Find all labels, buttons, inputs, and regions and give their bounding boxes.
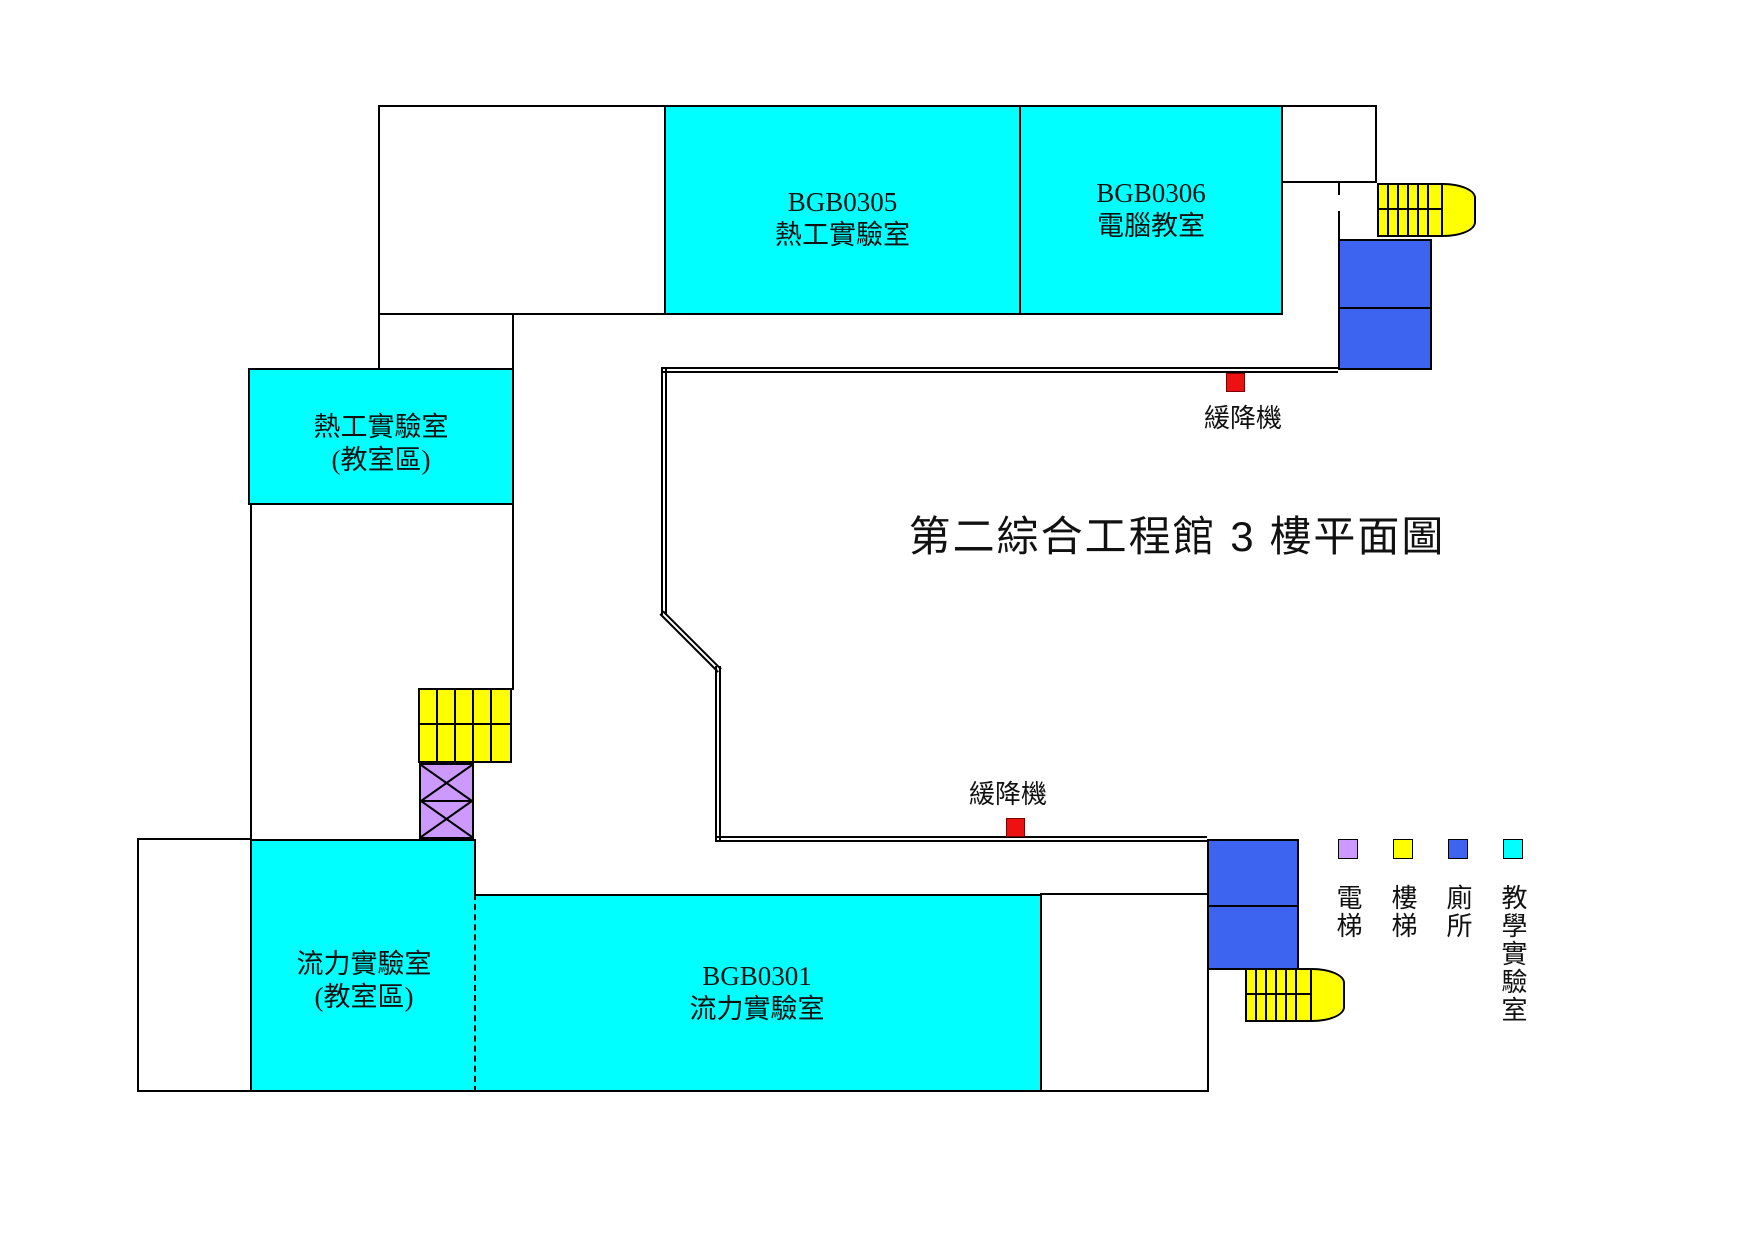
escape-descender-top-label: 緩降機 [1203, 404, 1282, 433]
room-code: BGB0306 [1096, 178, 1206, 208]
corridor-wall-top [661, 367, 1338, 373]
wall-mid-right [512, 313, 514, 690]
toilet-top-right [1338, 239, 1432, 370]
wall-bottom-right-outer [1207, 970, 1209, 1092]
toilet-divider [1340, 307, 1430, 309]
staircase-bottom-right-cap [1312, 968, 1345, 1022]
legend-swatch-stairs [1393, 839, 1413, 859]
escape-descender-bottom-label: 緩降機 [968, 780, 1047, 809]
wall-bottom-left-step [137, 838, 252, 840]
room-label: 流力實驗室 [689, 994, 825, 1024]
legend-swatch-elevator [1338, 839, 1358, 859]
wall-lower-room-top [1040, 893, 1209, 895]
room-bgb0301: BGB0301 流力實驗室 [474, 894, 1042, 1092]
room-code: BGB0301 [702, 961, 812, 991]
toilet-divider [1209, 905, 1297, 907]
legend-label-teaching-lab: 教學實驗室 [1498, 884, 1527, 1024]
toilet-bottom-right [1207, 839, 1299, 970]
room-label: 流力實驗室 [296, 948, 432, 979]
wall-top-right [1375, 105, 1377, 183]
legend-label-elevator: 電梯 [1333, 884, 1362, 940]
legend-swatch-toilet [1448, 839, 1468, 859]
wall-right-step [1281, 181, 1377, 183]
room-bgb0305: BGB0305 熱工實驗室 [664, 105, 1021, 315]
room-thermal-classroom: 熱工實驗室 (教室區) [248, 368, 514, 505]
staircase-top-right [1377, 183, 1443, 237]
room-sublabel: (教室區) [314, 981, 414, 1012]
wall-left-outer [137, 838, 139, 1092]
wall-fluid-right-upper [474, 839, 476, 894]
wall-top-left [378, 105, 380, 370]
staircase-middle [418, 688, 512, 763]
room-divider-dashed [474, 894, 476, 1092]
legend-swatch-teaching-lab [1503, 839, 1523, 859]
escape-descender-bottom [1006, 818, 1025, 837]
legend-label-stairs: 樓梯 [1388, 884, 1417, 940]
room-fluid-classroom: 流力實驗室 (教室區) [250, 839, 476, 1092]
room-label: 熱工實驗室 [313, 411, 449, 442]
corridor-wall-left-lower [715, 666, 721, 842]
elevator-shaft [419, 763, 474, 839]
corridor-wall-bottom [715, 836, 1207, 842]
page-title: 第二綜合工程館 3 樓平面圖 [908, 513, 1446, 560]
legend-label-toilet: 廁所 [1443, 884, 1472, 940]
elevator-x-pattern [421, 765, 472, 837]
room-sublabel: (教室區) [331, 444, 431, 475]
room-label: 電腦教室 [1097, 211, 1205, 241]
wall-door-lower [1338, 211, 1340, 239]
staircase-top-right-cap [1443, 183, 1476, 237]
room-label: 熱工實驗室 [775, 220, 910, 250]
wall-mid-left [250, 503, 252, 840]
escape-descender-top [1226, 373, 1245, 392]
corridor-wall-diagonal [659, 610, 722, 673]
staircase-bottom-right [1245, 968, 1312, 1022]
corridor-wall-left-upper [661, 367, 667, 615]
room-code: BGB0305 [787, 187, 898, 217]
wall-door-upper [1338, 181, 1340, 195]
room-bgb0306: BGB0306 電腦教室 [1019, 105, 1283, 315]
